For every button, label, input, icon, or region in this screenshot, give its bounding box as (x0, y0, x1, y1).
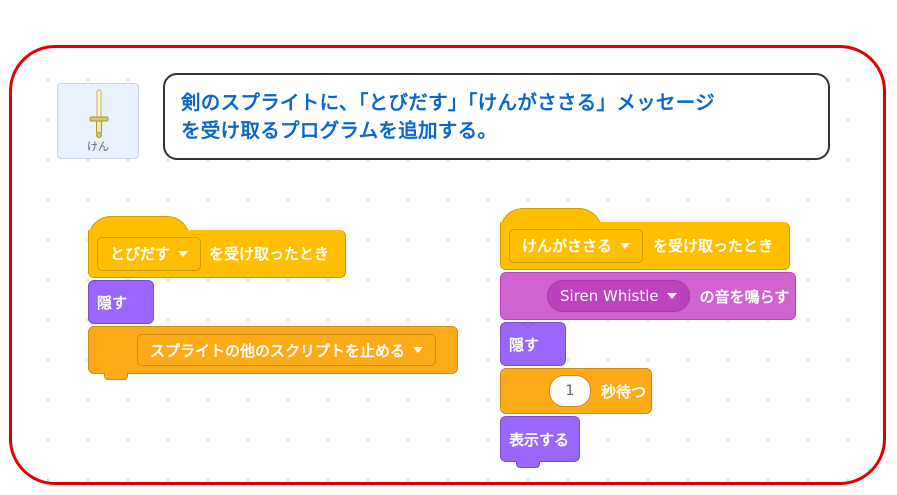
wait-block[interactable]: 1 秒待つ (500, 368, 652, 414)
right-hat-suffix: を受け取ったとき (653, 237, 774, 255)
wait-suffix: 秒待つ (601, 382, 647, 401)
sound-name-label: Siren Whistle (560, 287, 659, 305)
chevron-down-icon (178, 250, 189, 257)
chevron-down-icon (413, 347, 424, 353)
left-message-label: とびだす (110, 245, 171, 263)
left-hide-block[interactable]: 隠す (88, 280, 154, 324)
right-message-dropdown[interactable]: けんがささる (509, 228, 644, 263)
callout-line-2: を受け取るプログラムを追加する。 (181, 119, 498, 142)
show-label: 表示する (509, 430, 570, 449)
play-sound-block[interactable]: Siren Whistle の音を鳴らす (500, 272, 796, 320)
callout-line-1: 剣のスプライトに、「とびだす」「けんがささる」メッセージ (181, 91, 715, 114)
left-when-receive-block[interactable]: とびだす を受け取ったとき (88, 230, 346, 278)
right-hide-block[interactable]: 隠す (500, 322, 566, 366)
show-block-tab (516, 461, 540, 468)
chevron-down-icon (620, 242, 631, 249)
left-stop-tab (104, 373, 128, 380)
stop-option-label: スプライトの他のスクリプトを止める (150, 341, 406, 360)
stop-option-dropdown[interactable]: スプライトの他のスクリプトを止める (137, 334, 437, 366)
sound-dropdown[interactable]: Siren Whistle (547, 280, 690, 312)
sprite-name: けん (87, 140, 109, 153)
sprite-tile[interactable]: けん (57, 83, 139, 159)
sound-suffix: の音を鳴らす (699, 287, 790, 306)
chevron-down-icon (666, 293, 677, 299)
left-hat-suffix: を受け取ったとき (209, 245, 330, 263)
right-when-receive-block[interactable]: けんがささる を受け取ったとき (500, 222, 790, 270)
wait-seconds-input[interactable]: 1 (549, 375, 591, 407)
right-message-label: けんがささる (522, 237, 613, 255)
left-message-dropdown[interactable]: とびだす (97, 236, 202, 271)
left-hide-label: 隠す (97, 293, 128, 312)
instruction-callout: 剣のスプライトに、「とびだす」「けんがささる」メッセージ を受け取るプログラムを… (163, 73, 830, 160)
right-hide-label: 隠す (509, 335, 540, 354)
sword-icon (89, 89, 109, 138)
show-block[interactable]: 表示する (500, 416, 580, 462)
left-stop-block[interactable]: スプライトの他のスクリプトを止める (88, 326, 458, 374)
